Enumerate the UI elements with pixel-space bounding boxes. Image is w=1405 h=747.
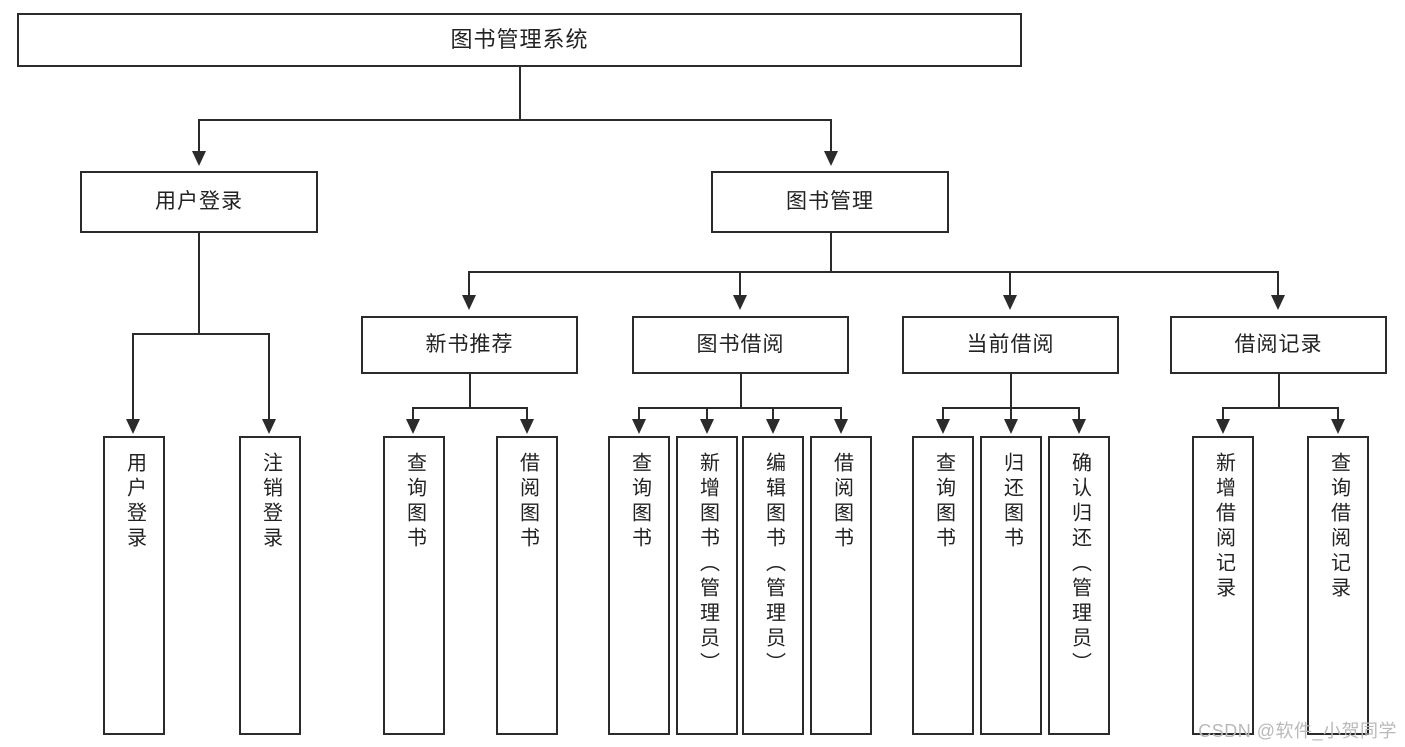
leaf-borrow-record-add-record[interactable]: 新增借阅记录	[1192, 436, 1254, 735]
connector-new-book-to-leaf-1	[412, 407, 414, 421]
arrowhead-bm-current-borrow	[1003, 295, 1017, 310]
arrowhead-br-leaf-2	[1331, 419, 1345, 434]
arrowhead-user-login-leaf-2	[262, 419, 276, 434]
node-label: 用户登录	[155, 190, 243, 214]
leaf-new-book-borrow-book[interactable]: 借阅图书	[496, 436, 558, 735]
node-label: 查询图书	[628, 452, 651, 552]
connector-bm-to-new-book	[468, 271, 470, 297]
node-label: 图书管理系统	[450, 26, 589, 52]
connector-book-borrow-fanbar	[638, 407, 842, 409]
connector-root-to-user-login	[198, 119, 200, 153]
connector-bm-to-borrow-record	[1277, 271, 1279, 297]
arrowhead-bb-leaf-2	[700, 419, 714, 434]
node-book-borrow[interactable]: 图书借阅	[632, 316, 849, 374]
node-label: 借阅记录	[1234, 333, 1323, 357]
node-label: 图书管理	[786, 190, 874, 214]
connector-root-to-book-management	[830, 119, 832, 153]
connector-new-book-to-leaf-2	[526, 407, 528, 421]
connector-current-borrow-stem	[1010, 374, 1012, 408]
node-label: 编辑图书（管理员）	[762, 452, 785, 677]
connector-user-login-to-leaf-1	[132, 333, 134, 421]
connector-new-book-stem	[469, 374, 471, 408]
connector-book-borrow-stem	[740, 374, 742, 408]
connector-borrow-record-stem	[1278, 374, 1280, 408]
connector-bm-to-current-borrow	[1009, 271, 1011, 297]
connector-br-to-leaf-1	[1222, 407, 1224, 421]
connector-user-login-to-leaf-2	[268, 333, 270, 421]
arrowhead-bb-leaf-3	[766, 419, 780, 434]
node-borrow-record[interactable]: 借阅记录	[1170, 316, 1387, 374]
node-label: 确认归还（管理员）	[1068, 452, 1091, 677]
arrowhead-bm-new-book	[462, 295, 476, 310]
connector-new-book-fanbar	[412, 407, 528, 409]
connector-book-management-stem	[830, 233, 832, 272]
node-user-login[interactable]: 用户登录	[80, 171, 318, 233]
connector-bm-to-book-borrow	[739, 271, 741, 297]
node-label: 新增借阅记录	[1212, 452, 1235, 602]
connector-user-login-fanbar	[132, 333, 268, 335]
node-label: 归还图书	[1000, 452, 1023, 552]
node-label: 查询图书	[403, 452, 426, 552]
arrowhead-root-to-book-management	[824, 151, 838, 166]
arrowhead-cb-leaf-3	[1072, 419, 1086, 434]
connector-bb-to-leaf-1	[638, 407, 640, 421]
leaf-user-login-logout[interactable]: 注销登录	[239, 436, 301, 735]
connector-bb-to-leaf-3	[772, 407, 774, 421]
node-label: 新增图书（管理员）	[696, 452, 719, 677]
node-label: 图书借阅	[696, 333, 785, 357]
connector-cb-to-leaf-3	[1078, 407, 1080, 421]
leaf-book-borrow-add-book-admin[interactable]: 新增图书（管理员）	[676, 436, 738, 735]
connector-cb-to-leaf-1	[942, 407, 944, 421]
connector-bb-to-leaf-2	[706, 407, 708, 421]
connector-book-management-fanbar	[468, 271, 1279, 273]
node-new-book-recommend[interactable]: 新书推荐	[361, 316, 578, 374]
leaf-new-book-query-book[interactable]: 查询图书	[383, 436, 445, 735]
connector-br-to-leaf-2	[1337, 407, 1339, 421]
csdn-watermark: CSDN @软件_小贺同学	[1198, 721, 1397, 741]
node-book-management[interactable]: 图书管理	[711, 171, 949, 233]
node-current-borrow[interactable]: 当前借阅	[902, 316, 1119, 374]
leaf-current-borrow-return-book[interactable]: 归还图书	[980, 436, 1042, 735]
connector-bb-to-leaf-4	[840, 407, 842, 421]
connector-root-fanbar	[198, 119, 832, 121]
arrowhead-br-leaf-1	[1216, 419, 1230, 434]
arrowhead-new-book-leaf-1	[406, 419, 420, 434]
node-label: 查询图书	[932, 452, 955, 552]
leaf-current-borrow-query-book[interactable]: 查询图书	[912, 436, 974, 735]
connector-user-login-stem	[198, 233, 200, 334]
arrowhead-bm-book-borrow	[733, 295, 747, 310]
node-label: 借阅图书	[830, 452, 853, 552]
node-label: 用户登录	[123, 452, 146, 552]
node-label: 借阅图书	[516, 452, 539, 552]
leaf-borrow-record-query-record[interactable]: 查询借阅记录	[1307, 436, 1369, 735]
leaf-book-borrow-query-book[interactable]: 查询图书	[608, 436, 670, 735]
arrowhead-user-login-leaf-1	[126, 419, 140, 434]
arrowhead-bb-leaf-4	[834, 419, 848, 434]
arrowhead-bm-borrow-record	[1271, 295, 1285, 310]
node-label: 当前借阅	[966, 333, 1055, 357]
node-label: 查询借阅记录	[1327, 452, 1350, 602]
leaf-current-borrow-confirm-return-admin[interactable]: 确认归还（管理员）	[1048, 436, 1110, 735]
leaf-book-borrow-borrow-book[interactable]: 借阅图书	[810, 436, 872, 735]
leaf-book-borrow-edit-book-admin[interactable]: 编辑图书（管理员）	[742, 436, 804, 735]
arrowhead-cb-leaf-2	[1004, 419, 1018, 434]
node-root-book-management-system[interactable]: 图书管理系统	[17, 13, 1022, 67]
node-label: 注销登录	[259, 452, 282, 552]
arrowhead-cb-leaf-1	[936, 419, 950, 434]
arrowhead-root-to-user-login	[192, 151, 206, 166]
connector-root-stem	[519, 67, 521, 120]
leaf-user-login-login[interactable]: 用户登录	[103, 436, 165, 735]
node-label: 新书推荐	[425, 333, 514, 357]
connector-borrow-record-fanbar	[1222, 407, 1339, 409]
arrowhead-bb-leaf-1	[632, 419, 646, 434]
connector-cb-to-leaf-2	[1010, 407, 1012, 421]
arrowhead-new-book-leaf-2	[520, 419, 534, 434]
